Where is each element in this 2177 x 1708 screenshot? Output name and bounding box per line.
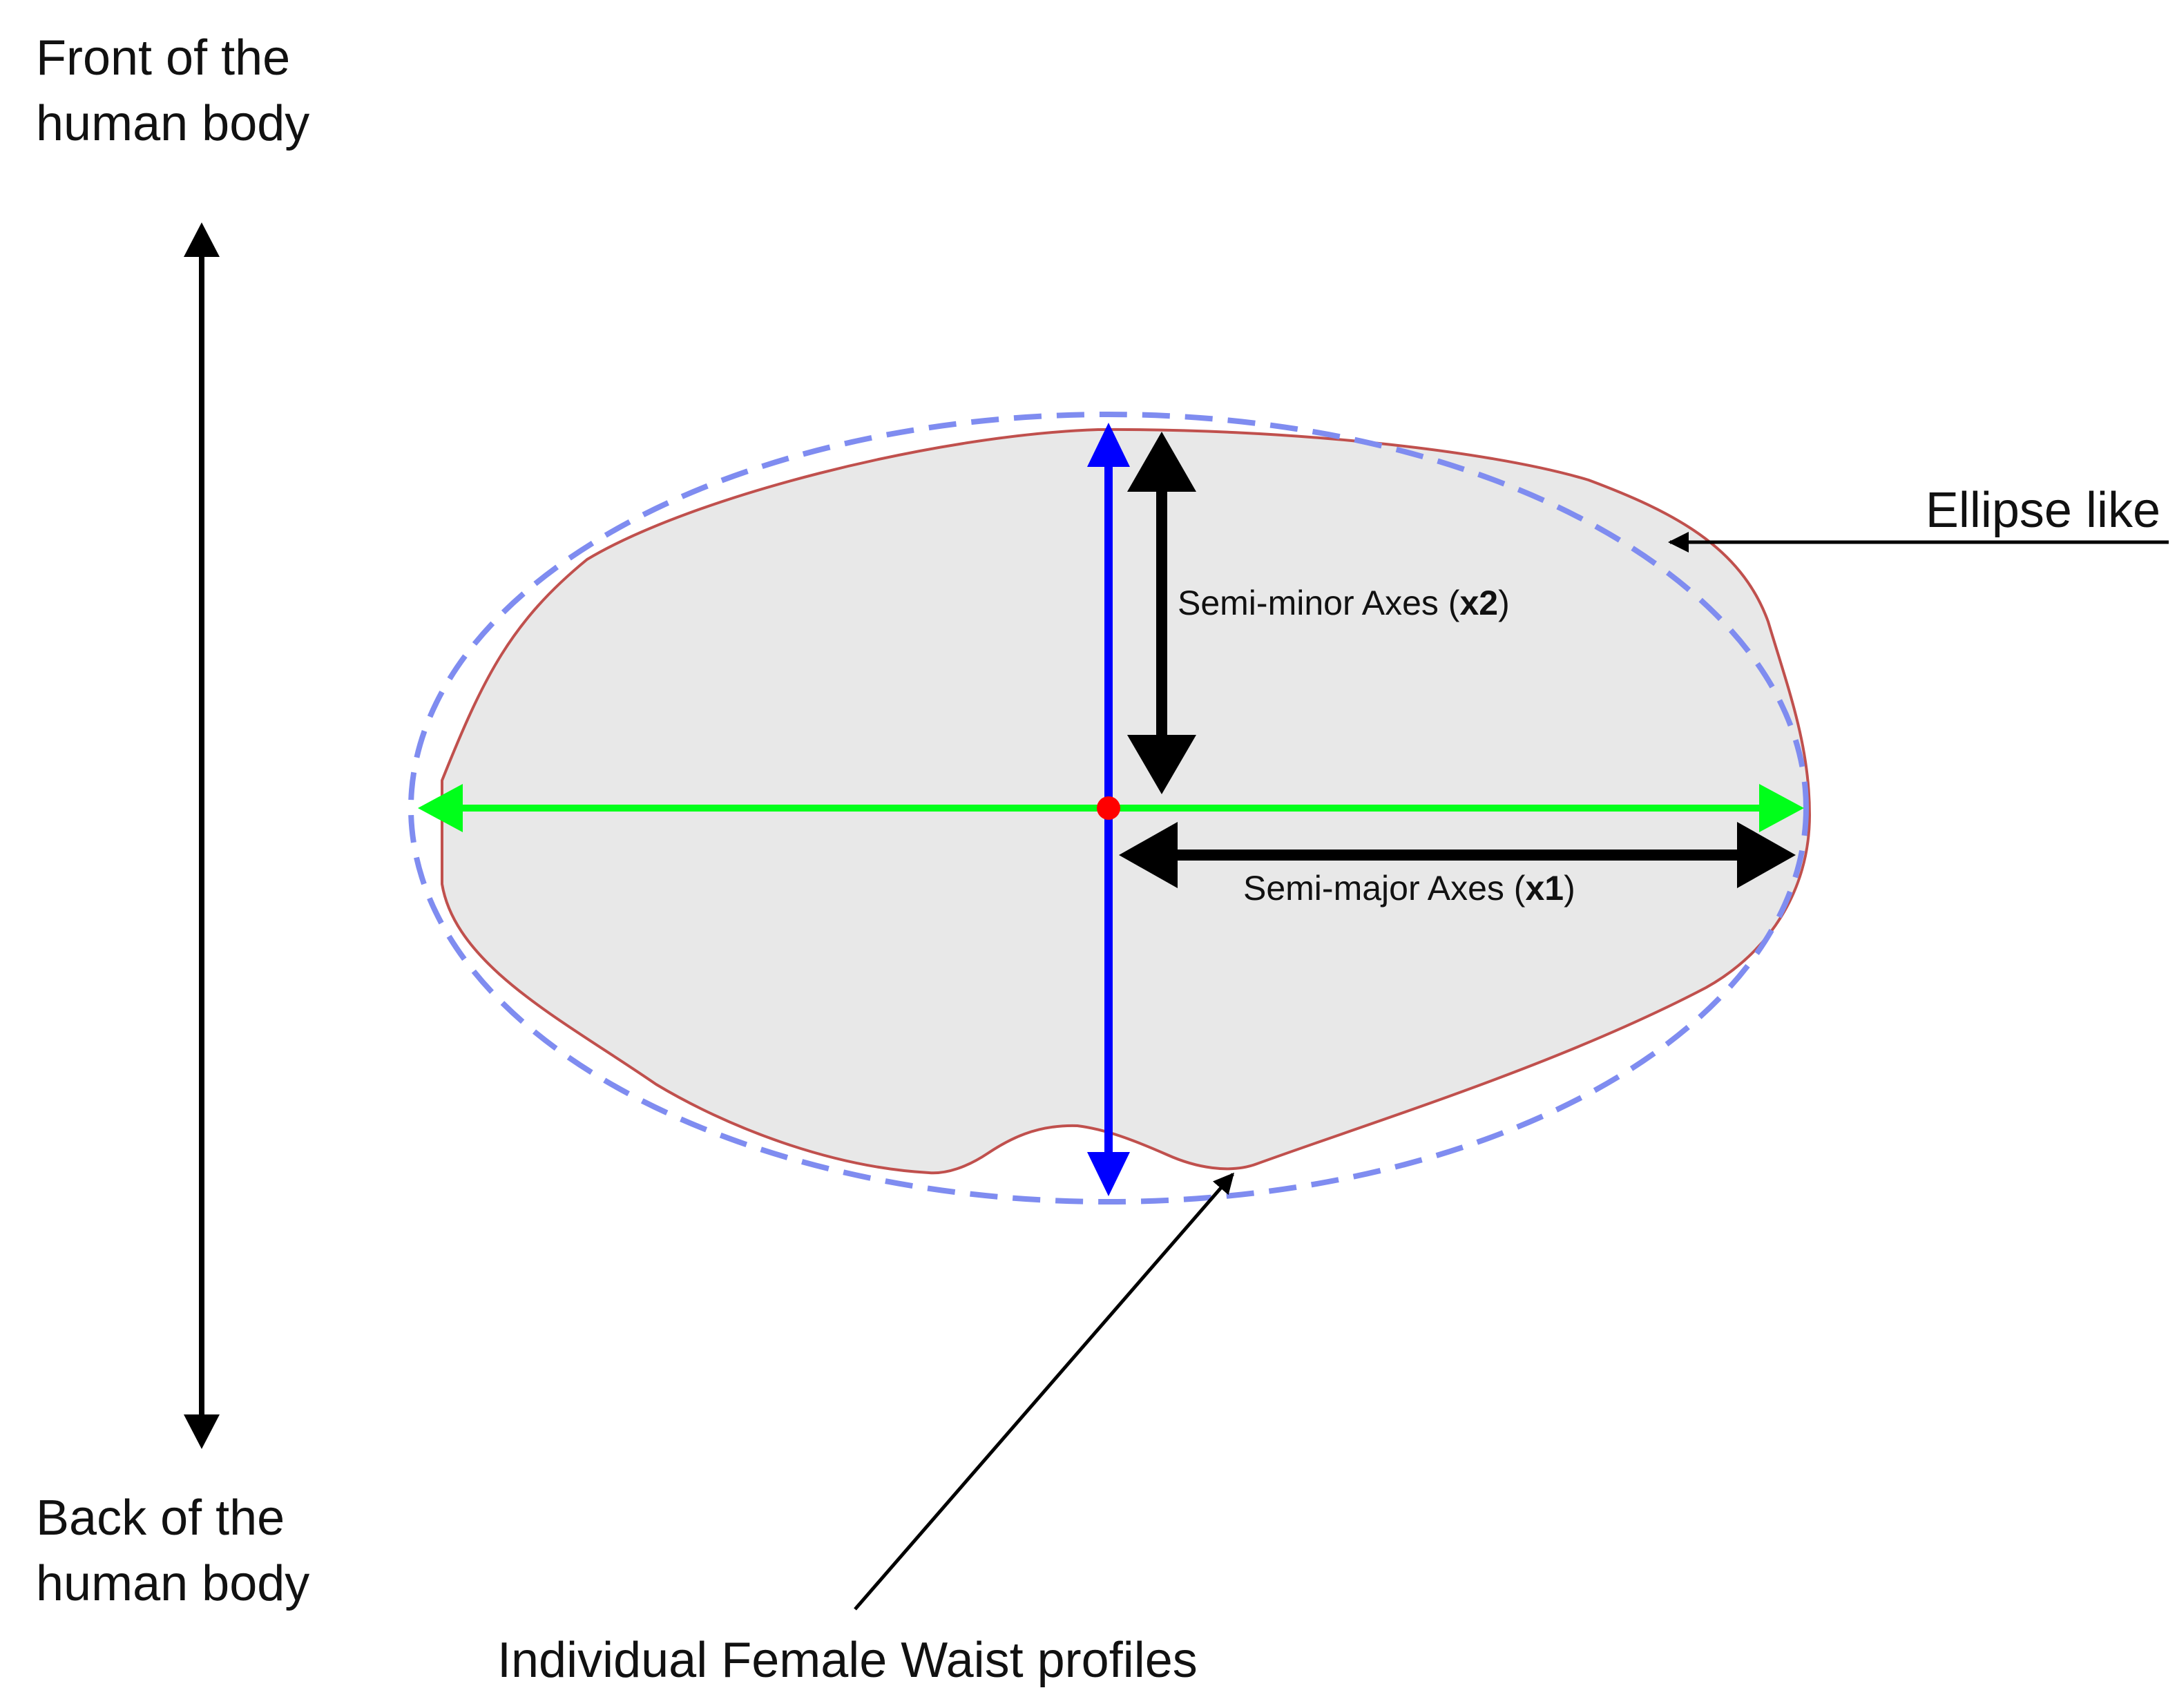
- semi-major-label-var: x1: [1525, 869, 1564, 908]
- back-label-line2: human body: [36, 1556, 309, 1611]
- back-label-line1: Back of the: [36, 1490, 285, 1546]
- ellipse-outline: [408, 412, 1809, 1205]
- waist-profiles-callout: [854, 1172, 1234, 1611]
- semi-minor-arrow: [1127, 432, 1196, 794]
- front-label-line2: human body: [36, 96, 309, 151]
- semi-major-arrow: [1119, 822, 1796, 888]
- waist-profiles-label: Individual Female Waist profiles: [497, 1633, 1198, 1688]
- semi-major-label-suffix: ): [1564, 869, 1575, 908]
- semi-minor-label-prefix: Semi-minor Axes (: [1178, 584, 1460, 622]
- semi-major-label-prefix: Semi-major Axes (: [1243, 869, 1526, 908]
- semi-minor-label-var: x2: [1459, 584, 1498, 622]
- semi-minor-label-suffix: ): [1498, 584, 1510, 622]
- orientation-arrow: [184, 222, 220, 1449]
- ellipse-like-label: Ellipse like: [1926, 483, 2160, 538]
- center-point: [1097, 796, 1120, 820]
- waist-profile-shape: [441, 428, 1812, 1175]
- semi-major-label: Semi-major Axes (x1): [1243, 869, 1575, 908]
- front-label-line1: Front of the: [36, 30, 290, 86]
- semi-minor-label: Semi-minor Axes (x2): [1178, 584, 1510, 622]
